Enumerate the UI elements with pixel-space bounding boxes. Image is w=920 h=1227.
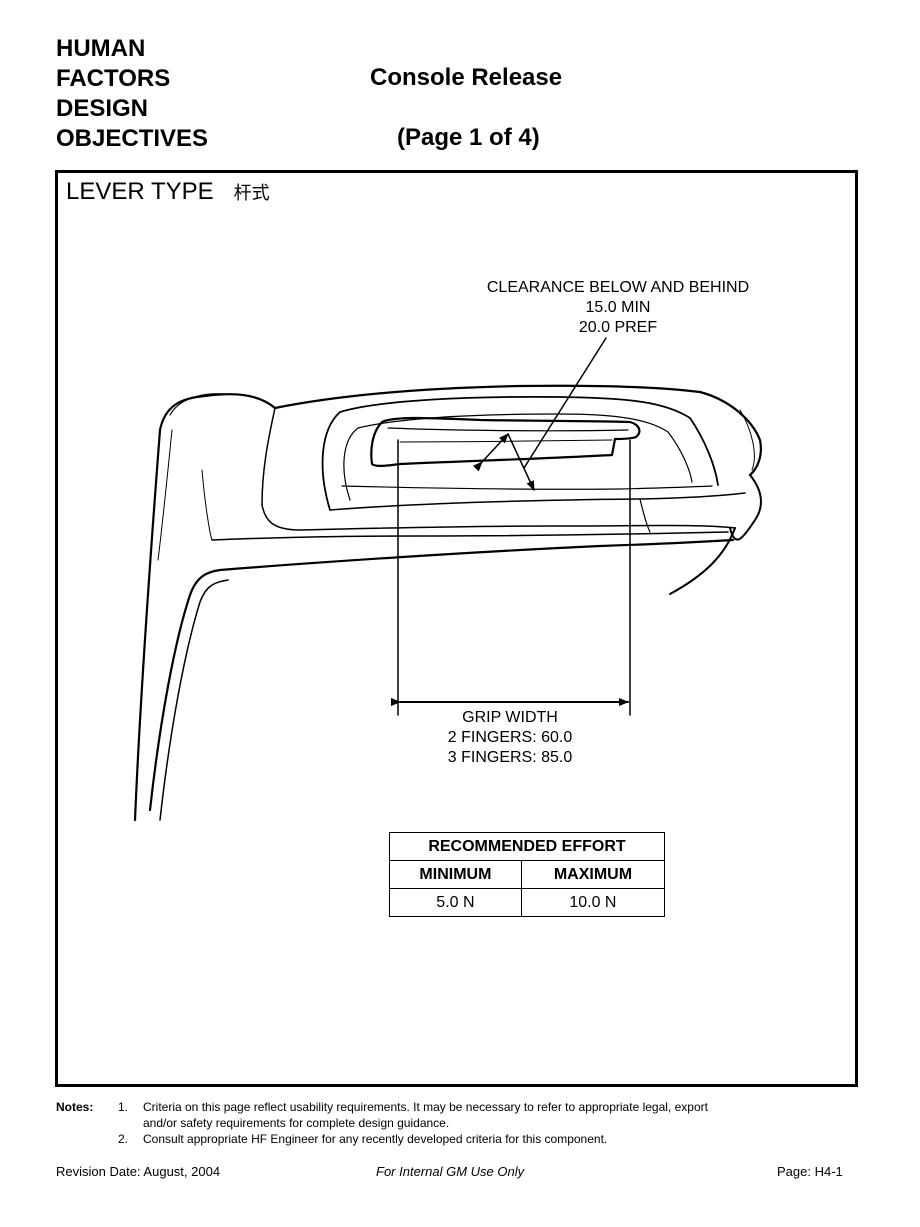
note-text: Criteria on this page reflect usability …	[143, 1100, 708, 1114]
usage-restriction: For Internal GM Use Only	[376, 1164, 525, 1179]
grip-three-fingers: 3 FINGERS: 85.0	[447, 749, 573, 766]
console-top-edge	[273, 384, 702, 410]
note-text: and/or safety requirements for complete …	[143, 1116, 450, 1130]
grip-two-fingers: 2 FINGERS: 60.0	[447, 729, 573, 746]
effort-max-value: 10.0 N	[520, 888, 666, 917]
note-number: 1.	[117, 1100, 128, 1114]
effort-table: RECOMMENDED EFFORT MINIMUM MAXIMUM 5.0 N…	[389, 832, 666, 917]
revision-date: Revision Date: August, 2004	[56, 1164, 221, 1179]
effort-col-minimum: MINIMUM	[389, 860, 522, 889]
section-title: LEVER TYPE 杆式	[66, 178, 270, 206]
notes-label: Notes:	[56, 1100, 94, 1114]
note-number: 2.	[117, 1132, 128, 1146]
clearance-min: 15.0 MIN	[585, 299, 651, 316]
grip-width-label: GRIP WIDTH	[462, 709, 558, 726]
section-title-text: LEVER TYPE	[66, 178, 214, 205]
effort-table-title: RECOMMENDED EFFORT	[389, 832, 665, 861]
category-line: HUMAN	[56, 35, 146, 62]
clearance-label: CLEARANCE BELOW AND BEHIND	[486, 279, 750, 296]
effort-col-maximum: MAXIMUM	[520, 860, 666, 889]
release-pocket	[321, 395, 719, 511]
clearance-callout: CLEARANCE BELOW AND BEHIND 15.0 MIN 20.0…	[470, 278, 766, 338]
console-left-edge	[133, 393, 277, 822]
document-category: HUMAN FACTORS DESIGN OBJECTIVES	[56, 34, 208, 154]
release-lever	[370, 416, 641, 467]
note-text: Consult appropriate HF Engineer for any …	[143, 1132, 608, 1146]
category-line: FACTORS	[56, 65, 171, 92]
clearance-leader	[523, 337, 607, 469]
grip-width-callout: GRIP WIDTH 2 FINGERS: 60.0 3 FINGERS: 85…	[420, 708, 600, 768]
console-front-panel	[148, 538, 735, 812]
clearance-pref: 20.0 PREF	[578, 319, 658, 336]
page-indicator: (Page 1 of 4)	[397, 124, 540, 151]
category-line: OBJECTIVES	[56, 125, 209, 152]
effort-min-value: 5.0 N	[389, 888, 522, 917]
document-title: Console Release	[370, 64, 563, 91]
category-line: DESIGN	[56, 95, 149, 122]
page-number: Page: H4-1	[777, 1164, 843, 1179]
figure-frame	[55, 170, 858, 1087]
section-title-cn: 杆式	[233, 183, 270, 204]
